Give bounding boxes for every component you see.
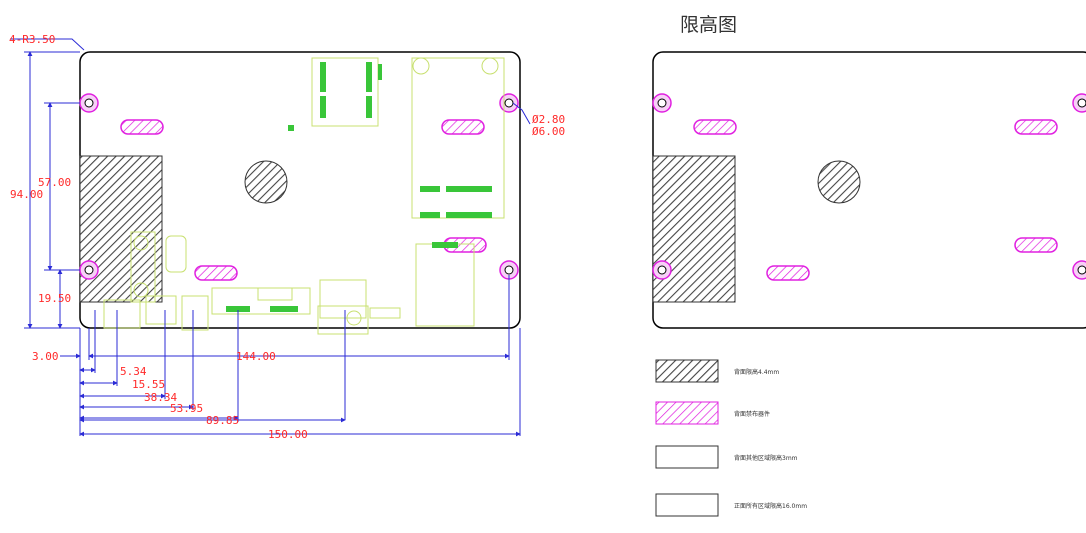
dimension-labels: 4-R3.50 57.00 94.00 19.50 3.00 144.00 5.…: [9, 33, 565, 441]
legend-swatch-empty: [655, 493, 719, 517]
mounting-hole: [1072, 93, 1086, 113]
component-outlines: [103, 57, 505, 335]
keepout-slot: [120, 119, 164, 135]
legend-label: 背面禁布器件: [734, 410, 770, 418]
dim-label-53-95: 53.95: [170, 402, 203, 415]
left-board-drawing: [79, 51, 521, 335]
height-limit-area: [79, 155, 163, 303]
center-circle-area: [244, 160, 288, 204]
legend-label: 正面所有区域限高16.0mm: [734, 502, 807, 510]
corner-radius-label: 4-R3.50: [9, 33, 55, 46]
mounting-hole: [652, 93, 672, 113]
center-circle-area: [817, 160, 861, 204]
dim-label-57: 57.00: [38, 176, 71, 189]
mounting-hole: [499, 260, 519, 280]
keepout-slot: [766, 265, 810, 281]
legend-swatch-empty: [655, 445, 719, 469]
dim-label-94: 94.00: [10, 188, 43, 201]
keepout-slot: [1014, 237, 1058, 253]
keepout-slot: [1014, 119, 1058, 135]
keepout-slot: [441, 119, 485, 135]
mounting-hole: [79, 93, 99, 113]
legend-label: 背面限高4.4mm: [734, 368, 779, 376]
page-title: 限高图: [680, 14, 738, 36]
keepout-slot: [693, 119, 737, 135]
mounting-hole: [652, 260, 672, 280]
mounting-hole: [79, 260, 99, 280]
dim-label-89-85: 89.85: [206, 414, 239, 427]
legend-label: 背面其他区域限高3mm: [734, 454, 798, 462]
legend: 背面限高4.4mm 背面禁布器件 背面其他区域限高3mm 正面所有区域限高16.…: [655, 359, 807, 517]
dim-label-38-34: 38.34: [144, 391, 177, 404]
mounting-hole: [1072, 260, 1086, 280]
right-board-drawing: [652, 51, 1086, 329]
dim-label-144: 144.00: [236, 350, 276, 363]
mounting-hole: [499, 93, 519, 113]
keepout-slot: [194, 265, 238, 281]
hole-diameter-label: Ø2.80: [532, 113, 565, 126]
dim-label-3: 3.00: [32, 350, 59, 363]
height-limit-area: [652, 155, 736, 303]
component-pads: [226, 62, 492, 312]
dim-label-5-34: 5.34: [120, 365, 147, 378]
legend-swatch-magenta-hatch: [655, 401, 719, 425]
dim-label-150: 150.00: [268, 428, 308, 441]
legend-swatch-gray-hatch: [655, 359, 719, 383]
dim-label-19-50: 19.50: [38, 292, 71, 305]
dim-label-15-55: 15.55: [132, 378, 165, 391]
dimension-lines: [10, 38, 531, 437]
pad-diameter-label: Ø6.00: [532, 125, 565, 138]
